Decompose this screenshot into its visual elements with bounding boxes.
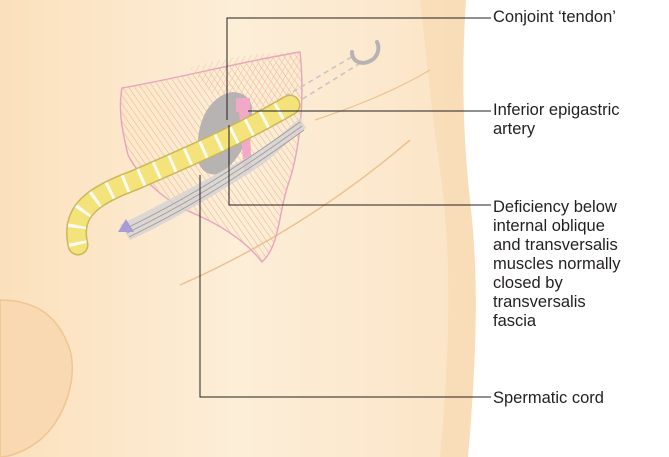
- deficiency-label: Deficiency below internal oblique and tr…: [493, 198, 620, 331]
- conjoint-tendon-label: Conjoint ‘tendon’: [493, 8, 616, 27]
- inferior-epigastric-artery-label: Inferior epigastric artery: [493, 101, 620, 139]
- artery-segment: [236, 98, 250, 112]
- spermatic-cord-label: Spermatic cord: [493, 389, 604, 408]
